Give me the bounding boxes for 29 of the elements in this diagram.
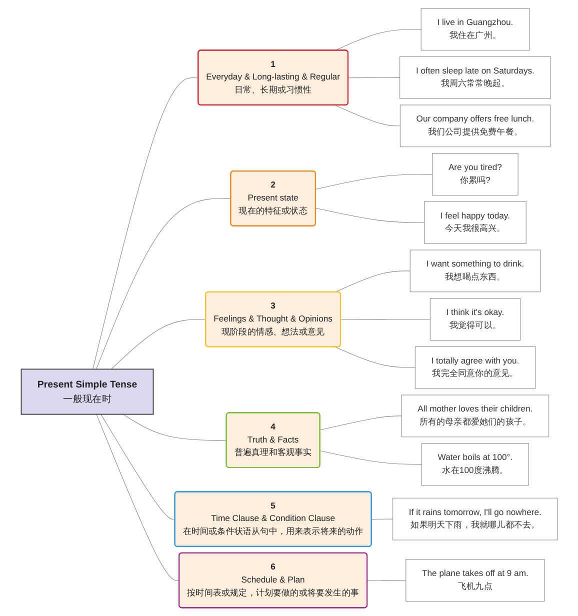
connector: [319, 450, 422, 465]
connector: [348, 77, 400, 78]
connector: [96, 198, 231, 370]
node-box: Water boils at 100°. 水在100度沸腾。: [421, 443, 529, 486]
connector: [100, 414, 175, 520]
node-box: I totally agree with you. 我完全同意你的意见。: [414, 346, 536, 389]
connector: [110, 319, 206, 370]
connector: [319, 416, 402, 430]
node-box: All mother loves their children. 所有的母亲都爱她们的孩子。: [400, 394, 549, 438]
connector: [315, 174, 432, 190]
connector: [334, 346, 415, 368]
node-box: The plane takes off at 9 am. 飞机九点: [405, 559, 544, 602]
connector: [370, 518, 393, 520]
node-box: I want something to drink. 我想喝点东西。: [409, 250, 540, 292]
node-box: I live in Guangzhou. 我住在广州。: [420, 8, 530, 50]
connector: [96, 414, 180, 581]
node-box: I feel happy today. 今天我很高兴。: [424, 201, 526, 244]
node-box: I think it's okay. 我觉得可以。: [429, 298, 520, 340]
connector: [92, 78, 198, 370]
node-box: I often sleep late on Saturdays. 我周六常常晚起。: [399, 56, 550, 99]
node-box: Present Simple Tense 一般现在时: [20, 368, 154, 415]
node-box: If it rains tomorrow, I'll go nowhere. 如果明天下雨，我就哪儿都不去。: [392, 498, 558, 540]
connector: [340, 319, 430, 320]
connector: [122, 414, 226, 441]
connector: [334, 104, 400, 126]
node-box: Our company offers free lunch. 我们公司提供免费午餐。: [399, 104, 550, 148]
connector: [315, 208, 424, 223]
node-box: Are you tired? 你累吗?: [432, 153, 518, 196]
connector: [366, 580, 406, 581]
